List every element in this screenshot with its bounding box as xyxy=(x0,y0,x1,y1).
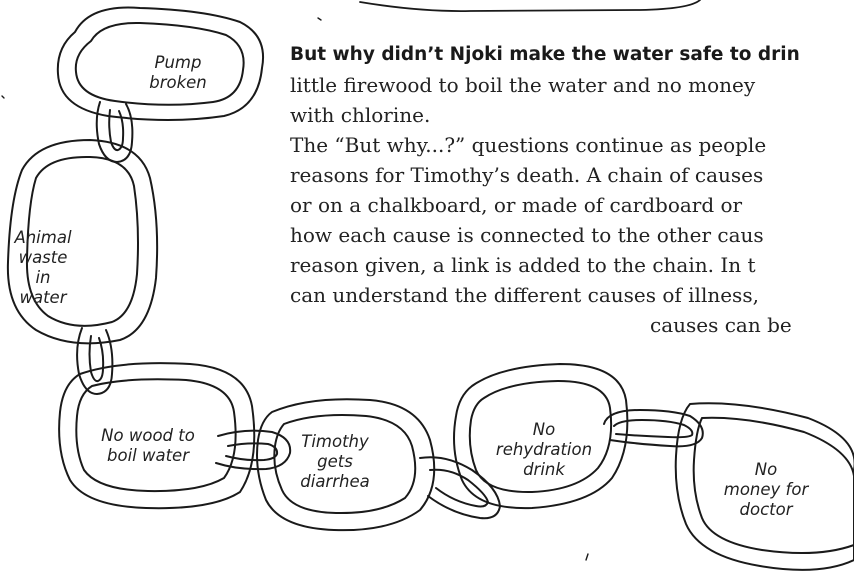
paragraph-line: can understand the different causes of i… xyxy=(290,283,759,307)
label-line: Pump xyxy=(154,53,202,72)
chain-link-pump xyxy=(56,6,264,121)
link-wood-label: No wood to boil water xyxy=(88,426,208,466)
paragraph-line: little firewood to boil the water and no… xyxy=(290,73,756,97)
body-text: But why didn’t Njoki make the water safe… xyxy=(290,40,854,130)
stray-marks xyxy=(1,17,589,561)
chain-link-timothy xyxy=(256,398,436,532)
paragraph-line: The “But why...?” questions continue as … xyxy=(290,133,767,157)
label-line: No xyxy=(532,420,556,439)
body-text-para2: The “But why...?” questions continue as … xyxy=(290,130,854,310)
paragraph-line: how each cause is connected to the other… xyxy=(290,223,764,247)
paragraph-line: reasons for Timothy’s death. A chain of … xyxy=(290,163,764,187)
link-rehydration-label: No rehydration drink xyxy=(494,420,594,480)
label-line: gets xyxy=(317,452,353,471)
paragraph-line: with chlorine. xyxy=(290,103,431,127)
label-line: waste xyxy=(18,248,68,267)
label-line: in xyxy=(35,268,51,287)
label-line: diarrhea xyxy=(300,472,370,491)
chain-ring-rehydration-money xyxy=(603,409,704,448)
label-line: No wood to xyxy=(101,426,195,445)
label-line: broken xyxy=(149,73,207,92)
label-line: money for xyxy=(723,480,809,499)
label-line: rehydration xyxy=(495,440,593,459)
chain-link-rehydration xyxy=(453,363,629,510)
link-timothy-label: Timothy gets diarrhea xyxy=(290,432,380,492)
chain-link-wood xyxy=(58,362,256,510)
chain-link-animal xyxy=(6,139,159,345)
paragraph-line: causes can be xyxy=(650,313,792,337)
label-line: drink xyxy=(523,460,565,479)
label-line: boil water xyxy=(107,446,189,465)
body-text-tail: causes can be xyxy=(650,310,854,340)
section-heading: But why didn’t Njoki make the water safe… xyxy=(290,44,800,65)
top-frame-edge xyxy=(359,0,701,12)
chain-ring-animal-wood xyxy=(76,327,114,395)
chain-ring-wood-timothy xyxy=(215,429,292,471)
label-line: water xyxy=(19,288,67,307)
label-line: doctor xyxy=(739,500,793,519)
chain-link-money xyxy=(674,402,854,571)
label-line: Timothy xyxy=(301,432,369,451)
label-line: No xyxy=(754,460,778,479)
link-animal-label: Animal waste in water xyxy=(8,228,78,308)
chain-ring-pump-animal xyxy=(95,101,134,163)
label-line: Animal xyxy=(14,228,72,247)
paragraph-line: reason given, a link is added to the cha… xyxy=(290,253,756,277)
paragraph-line: or on a chalkboard, or made of cardboard… xyxy=(290,193,743,217)
link-pump-label: Pump broken xyxy=(138,53,218,93)
link-money-label: No money for doctor xyxy=(716,460,816,520)
